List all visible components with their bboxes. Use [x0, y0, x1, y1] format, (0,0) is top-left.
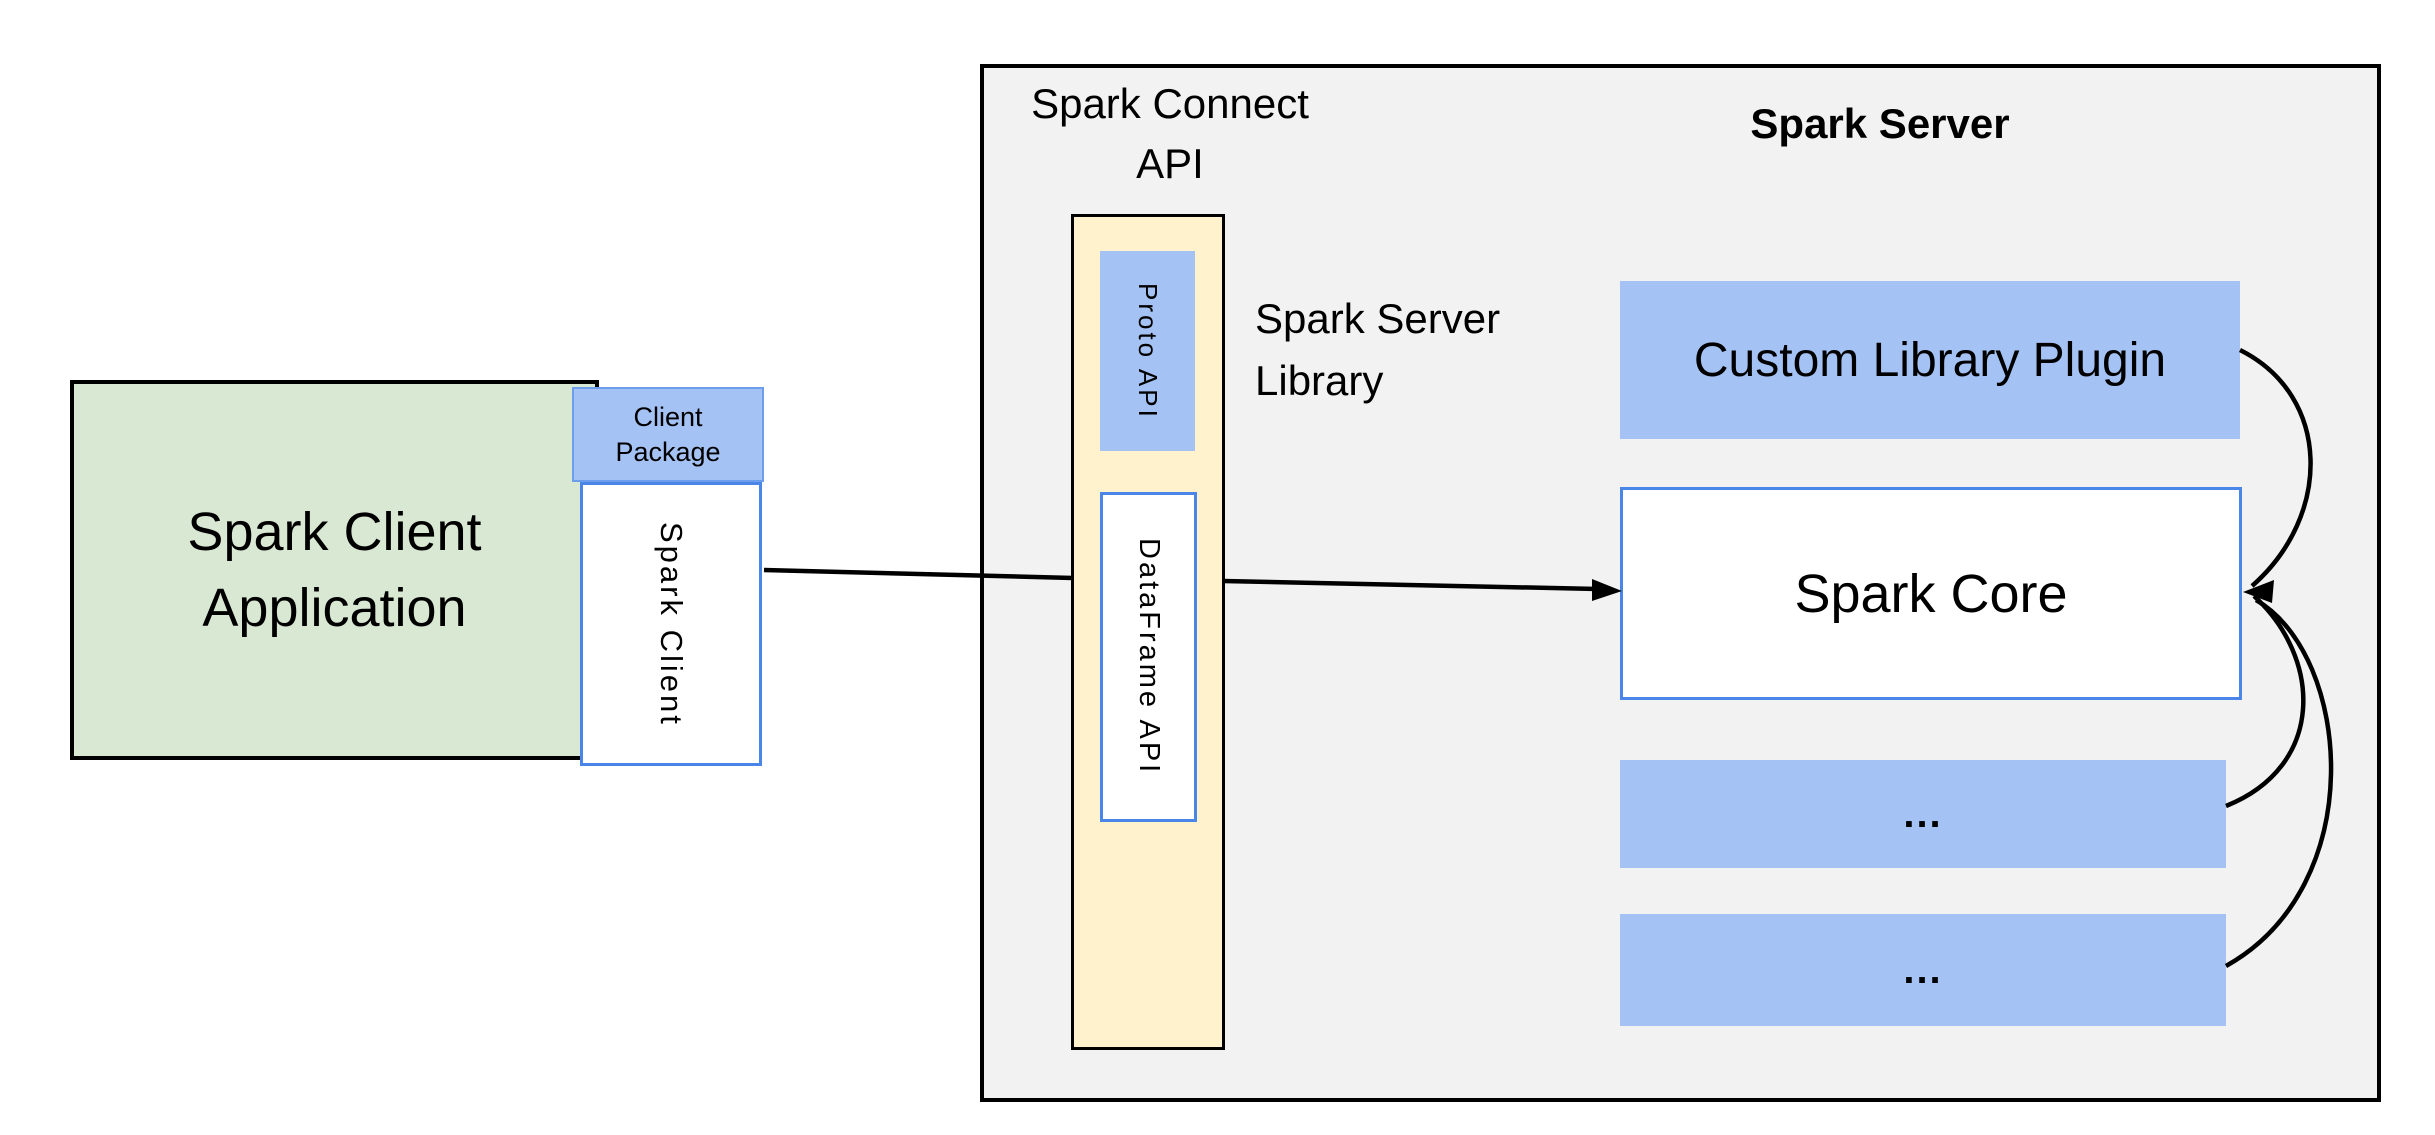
spark-server-library-label-line2: Library	[1255, 357, 1384, 404]
spark-client-application-box: Spark Client Application	[70, 380, 599, 760]
custom-library-plugin-box: Custom Library Plugin	[1620, 281, 2240, 439]
dataframe-api-label: DataFrame API	[1133, 538, 1165, 776]
proto-api-box: Proto API	[1100, 251, 1195, 451]
spark-connect-api-title-line1: Spark Connect	[1031, 80, 1309, 127]
spark-client-box: Spark Client	[580, 482, 762, 766]
dataframe-api-box: DataFrame API	[1100, 492, 1197, 822]
spark-client-application-label: Spark Client Application	[187, 494, 481, 646]
spark-server-library-label: Spark Server Library	[1255, 288, 1585, 412]
spark-core-box: Spark Core	[1620, 487, 2242, 700]
custom-library-plugin-label: Custom Library Plugin	[1693, 333, 2167, 387]
spark-client-application-label-line1: Spark Client	[187, 502, 482, 562]
proto-api-label: Proto API	[1133, 282, 1163, 420]
spark-connect-api-title: Spark Connect API	[1000, 74, 1340, 194]
spark-server-title: Spark Server	[1750, 100, 2010, 147]
spark-core-label: Spark Core	[1794, 563, 2068, 624]
plugin-placeholder-box-1: ...	[1620, 760, 2226, 868]
spark-connect-api-title-line2: API	[1136, 140, 1204, 187]
client-package-label-line1: Client	[633, 401, 703, 432]
spark-client-application-label-line2: Application	[202, 578, 467, 638]
client-package-label: Client Package	[615, 400, 720, 470]
spark-server-library-label-line1: Spark Server	[1255, 295, 1501, 342]
spark-client-label: Spark Client	[654, 521, 689, 727]
plugin-placeholder-box-2: ...	[1620, 914, 2226, 1026]
plugin-placeholder-label-2: ...	[1903, 947, 1943, 992]
client-package-label-line2: Package	[615, 436, 721, 467]
plugin-placeholder-label-1: ...	[1903, 791, 1943, 836]
client-package-box: Client Package	[572, 387, 764, 482]
